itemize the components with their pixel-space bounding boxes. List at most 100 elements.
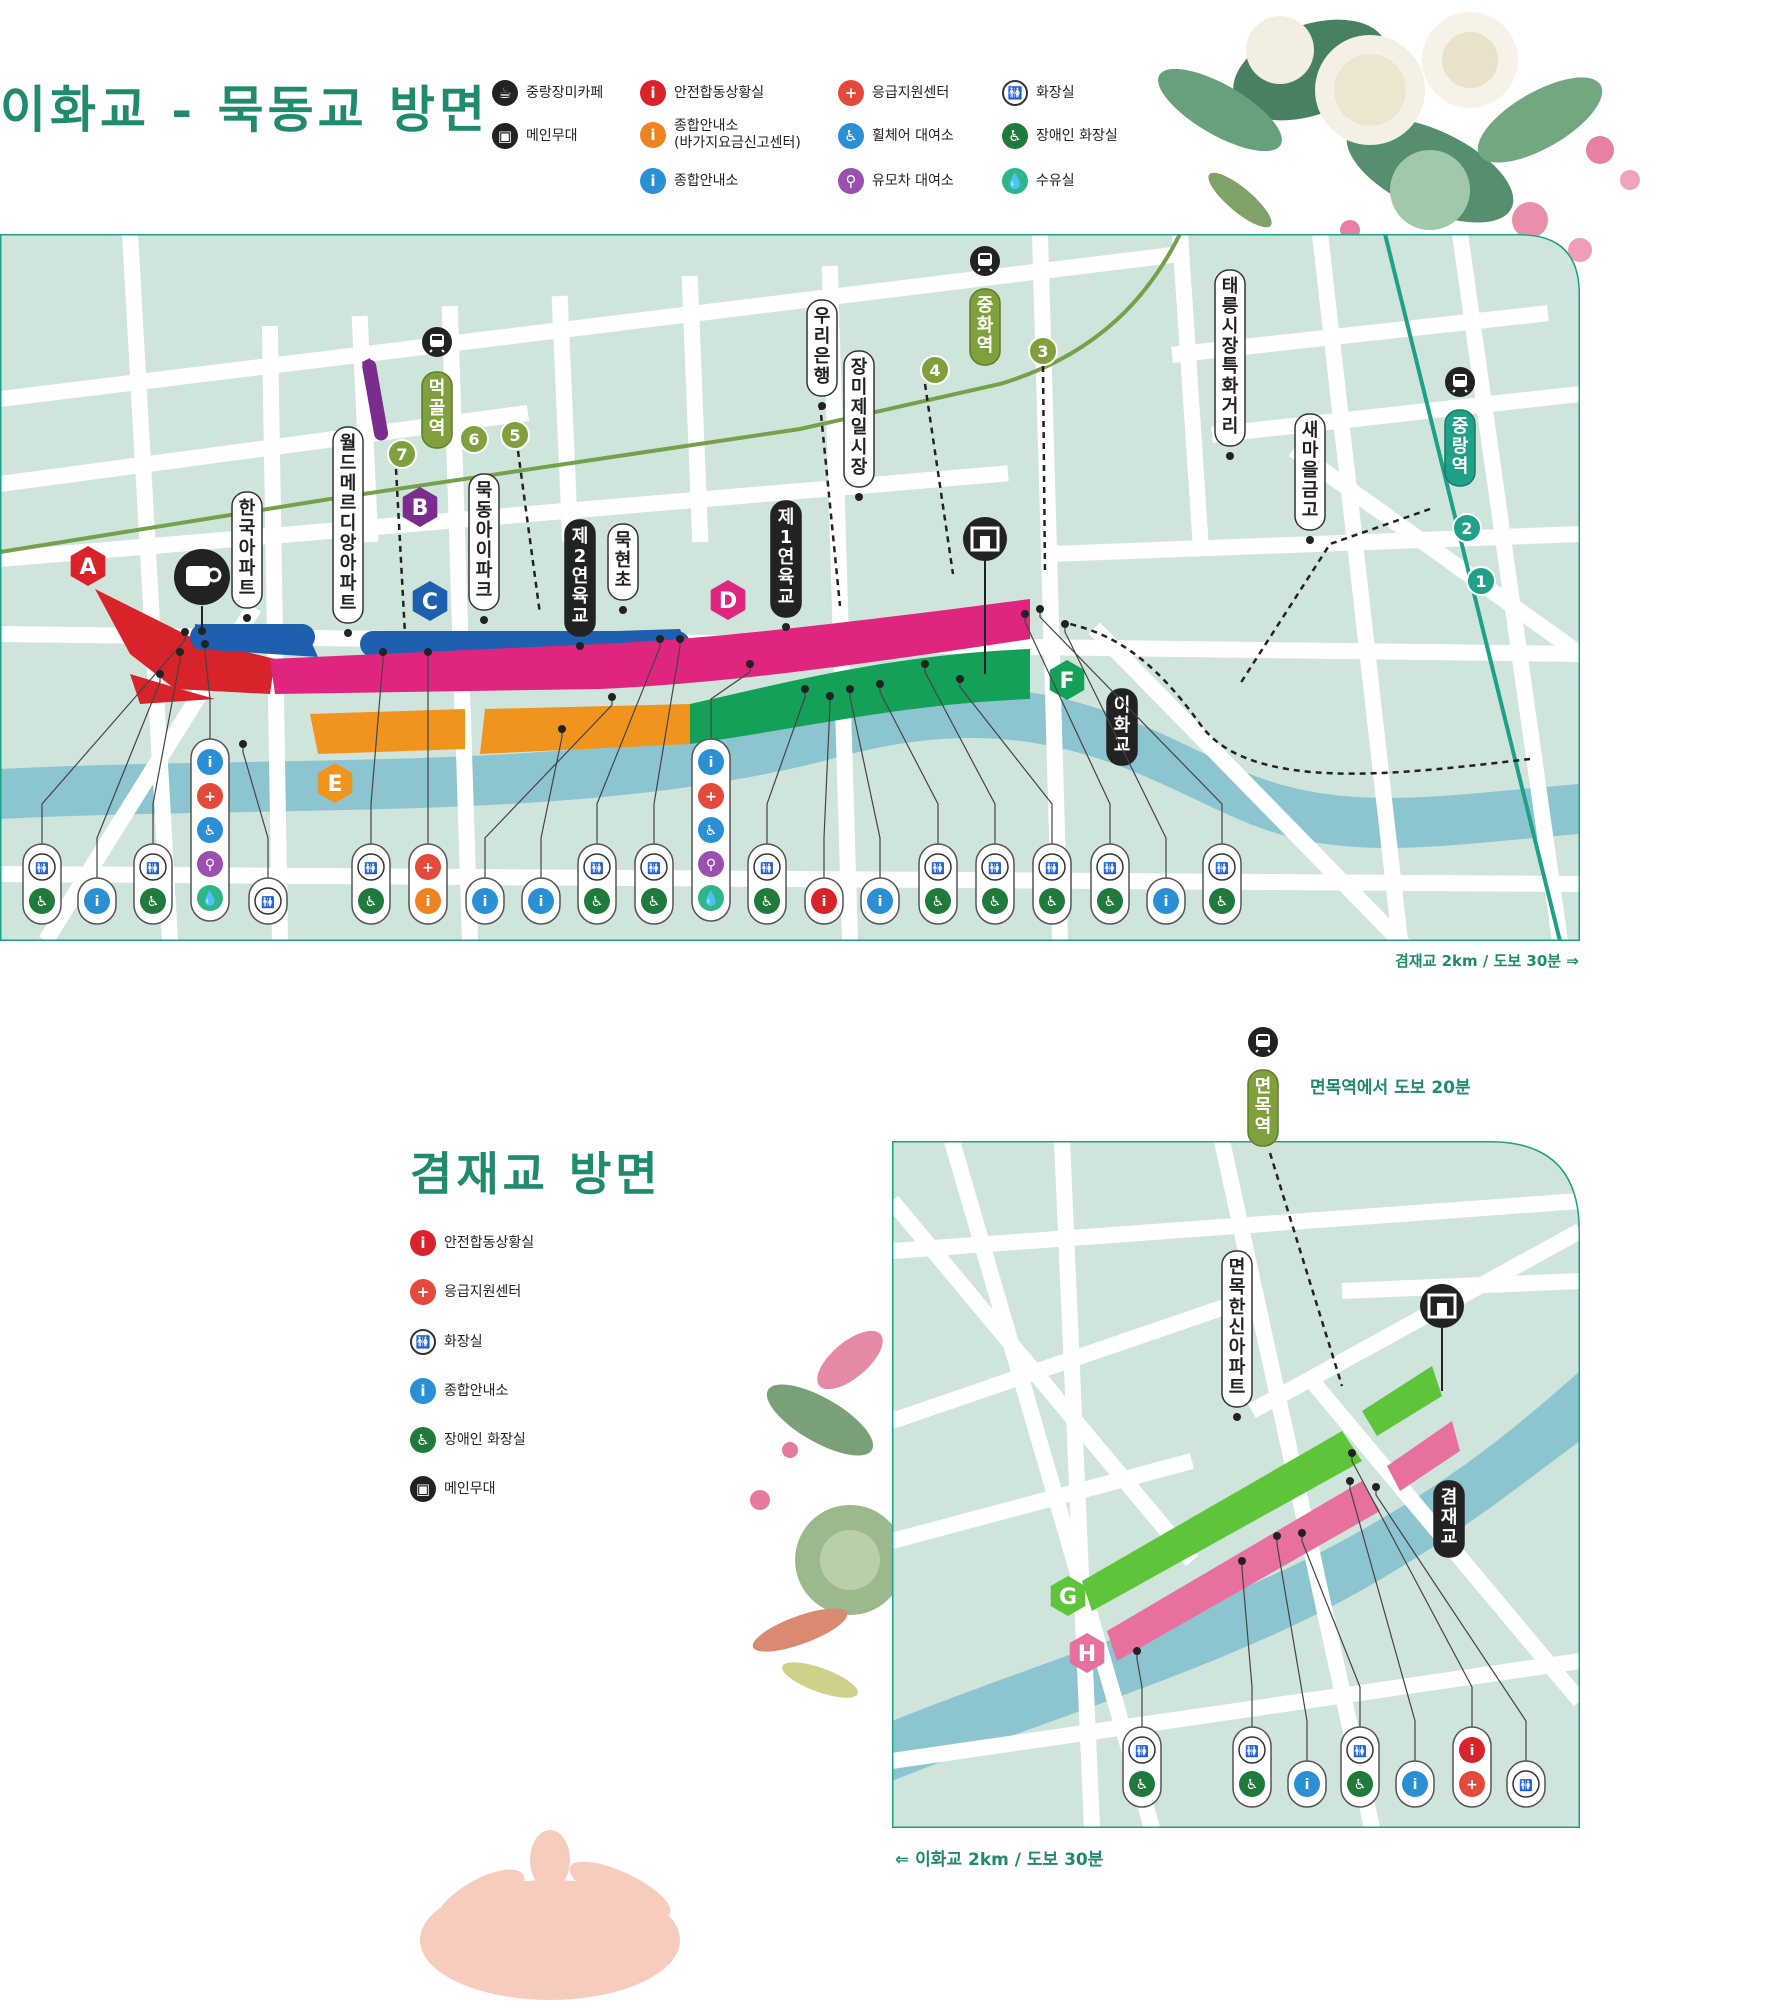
accessible-restroom-icon: ♿ (1097, 888, 1123, 914)
stage-icon: ▣ (492, 123, 518, 149)
legend-item: ⚲유모차 대여소 (838, 168, 954, 194)
stage-icon (963, 517, 1007, 561)
accessible-restroom-icon: ♿ (982, 888, 1008, 914)
facility-group: 🚻 (1506, 1760, 1546, 1808)
facility-group: i (1287, 1760, 1327, 1808)
svg-text:i: i (539, 894, 544, 910)
restroom-icon: 🚻 (28, 853, 56, 881)
coffee-cup-icon: ☕ (492, 80, 518, 106)
legend-label: 장애인 화장실 (1036, 127, 1118, 144)
legend-label: 중랑장미카페 (526, 84, 604, 101)
restroom-icon: 🚻 (1346, 1736, 1374, 1764)
restroom-icon: 🚻 (1208, 853, 1236, 881)
wheelchair-icon: ♿ (698, 817, 724, 843)
restroom-icon: 🚻 (254, 887, 282, 915)
floral-decoration-bottom (750, 1330, 900, 1698)
svg-text:+: + (705, 789, 717, 805)
svg-text:⚲: ⚲ (205, 857, 215, 873)
zone-letter: E (327, 772, 342, 797)
svg-text:♿: ♿ (1046, 894, 1059, 910)
info-icon: i (410, 1378, 436, 1404)
exit-6: 6 (459, 424, 489, 454)
legend-label: 화장실 (1036, 84, 1075, 101)
svg-text:🚻: 🚻 (647, 862, 661, 875)
info-icon: i (197, 749, 223, 775)
nursing-room-drop-icon: 💧 (698, 885, 724, 911)
zone-letter: A (79, 555, 96, 580)
facility-group: 🚻♿ (1340, 1726, 1380, 1808)
svg-text:🚻: 🚻 (35, 862, 49, 875)
facility-group: 🚻♿ (1202, 843, 1242, 925)
svg-text:+: + (1466, 1777, 1478, 1793)
legend-label: 안전합동상황실 (444, 1234, 535, 1251)
legend-item: i 종합안내소 (410, 1378, 508, 1404)
exit-4: 4 (920, 355, 950, 385)
wheelchair-icon: ♿ (838, 123, 864, 149)
svg-text:♿: ♿ (1246, 1777, 1259, 1793)
restroom-icon: 🚻 (640, 853, 668, 881)
walk-path (394, 468, 407, 635)
info-icon: i (1294, 1771, 1320, 1797)
legend-item: ▣ 메인무대 (492, 123, 578, 149)
svg-text:♿: ♿ (932, 894, 945, 910)
zone-letter: D (719, 589, 737, 614)
svg-text:i: i (208, 755, 213, 771)
facility-group: 🚻♿ (1032, 843, 1072, 925)
stroller-icon: ⚲ (197, 851, 223, 877)
legend-label: 종합안내소 (444, 1382, 509, 1399)
svg-text:i: i (426, 894, 431, 910)
restroom-icon: 🚻 (1002, 80, 1028, 106)
facility-group: i (1146, 877, 1186, 925)
nursing-room-drop-icon: 💧 (197, 885, 223, 911)
top-distance-note: 겸재교 2km / 도보 30분 ⇒ (1395, 952, 1579, 970)
facility-group: 🚻♿ (975, 843, 1015, 925)
accessible-restroom-icon: ♿ (1209, 888, 1235, 914)
train-icon (1445, 367, 1475, 397)
legend-item: ☕ 중랑장미카페 (492, 80, 603, 106)
info-icon: i (867, 888, 893, 914)
zone-f-marker: F (1049, 660, 1085, 700)
first-aid-cross-icon: + (838, 80, 864, 106)
accessible-restroom-icon: ♿ (410, 1427, 436, 1453)
svg-text:♿: ♿ (204, 823, 217, 839)
restroom-icon: 🚻 (410, 1329, 436, 1355)
svg-text:i: i (1305, 1777, 1310, 1793)
svg-text:♿: ♿ (36, 894, 49, 910)
bottom-distance-note: ⇐ 이화교 2km / 도보 30분 (895, 1850, 1104, 1870)
svg-text:i: i (1164, 894, 1169, 910)
svg-text:i: i (483, 894, 488, 910)
exit-2: 2 (1452, 513, 1482, 543)
facility-group: 🚻♿ (747, 843, 787, 925)
accessible-restroom-icon: ♿ (1002, 123, 1028, 149)
svg-text:♿: ♿ (705, 823, 718, 839)
accessible-restroom-icon: ♿ (1239, 1771, 1265, 1797)
restroom-icon: 🚻 (357, 853, 385, 881)
svg-text:🚻: 🚻 (261, 896, 275, 909)
exit-1: 1 (1466, 566, 1496, 596)
stage-icon (1420, 1284, 1464, 1328)
walk-path (818, 403, 842, 607)
facility-group: 🚻♿ (634, 843, 674, 925)
zone-e-marker: E (317, 763, 353, 803)
train-icon (422, 327, 452, 357)
facility-group: 🚻 (248, 877, 288, 925)
svg-text:💧: 💧 (702, 890, 719, 907)
info-icon: i (528, 888, 554, 914)
legend-item: 🚻화장실 (410, 1329, 483, 1355)
info-icon: i (698, 749, 724, 775)
legend-label: 메인무대 (526, 127, 578, 144)
svg-text:🚻: 🚻 (1135, 1745, 1149, 1758)
facility-group: 🚻♿ (22, 843, 62, 925)
svg-text:♿: ♿ (1136, 1777, 1149, 1793)
facility-group: 🚻♿ (133, 843, 173, 925)
restroom-icon: 🚻 (139, 853, 167, 881)
